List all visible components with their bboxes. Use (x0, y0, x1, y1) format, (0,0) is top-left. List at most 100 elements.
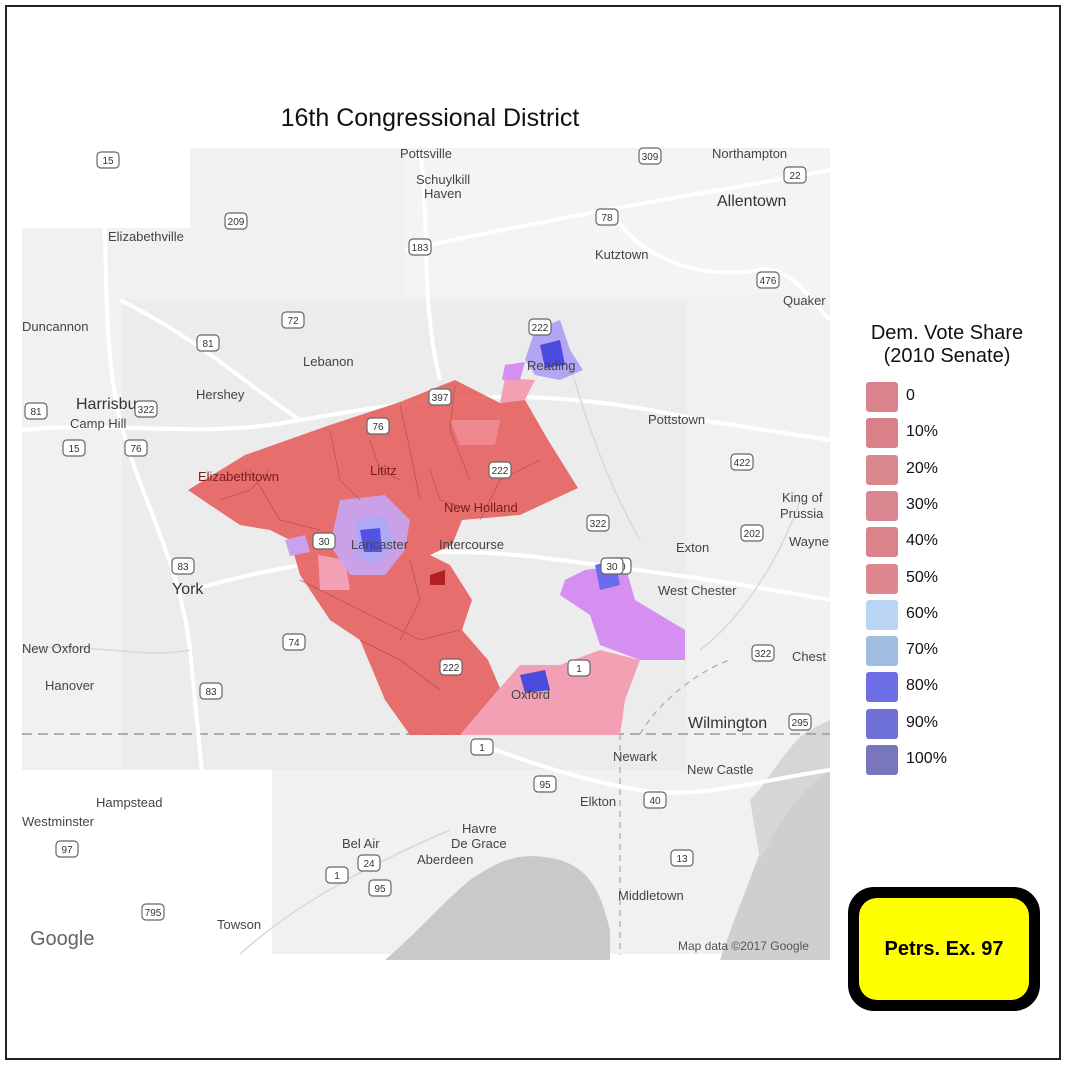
road-shield-label: 322 (138, 405, 155, 416)
road-shield: 322 (134, 400, 158, 418)
road-shield: 322 (586, 514, 610, 532)
place-intercourse: Intercourse (439, 537, 504, 552)
road-shield-label: 222 (443, 663, 460, 674)
road-shield: 13 (670, 849, 694, 867)
legend-label: 100% (906, 750, 947, 767)
legend-label: 40% (906, 532, 939, 550)
place-northampton: Northampton (712, 146, 787, 161)
place-degrace: De Grace (451, 836, 507, 851)
place-hershey: Hershey (196, 387, 245, 402)
place-kingofprussia2: Prussia (780, 506, 824, 521)
road-shield: 15 (96, 151, 120, 169)
road-shield-label: 13 (676, 854, 688, 865)
road-shield: 1 (567, 659, 591, 677)
road-shield: 95 (533, 775, 557, 793)
legend-swatch (866, 636, 898, 667)
place-wayne: Wayne (789, 534, 829, 549)
road-shield-label: 97 (61, 845, 73, 856)
road-shield: 209 (224, 212, 248, 230)
road-shield-label: 30 (318, 537, 330, 548)
legend-swatch (866, 708, 898, 739)
map-attribution: Map data ©2017 Google (678, 939, 809, 953)
legend-swatch (866, 418, 898, 449)
place-harrisburg: Harrisburg (76, 396, 151, 413)
place-havre: Havre (462, 821, 497, 836)
base-map (21, 148, 832, 960)
road-shield-label: 322 (755, 649, 772, 660)
road-shield-label: 795 (145, 908, 162, 919)
road-shield-label: 76 (372, 422, 384, 433)
legend-label: 30% (906, 495, 939, 513)
road-shield: 222 (528, 318, 552, 336)
road-shield-label: 78 (601, 213, 613, 224)
road-shield: 222 (439, 658, 463, 676)
place-kutztown: Kutztown (595, 247, 648, 262)
legend-swatch (866, 599, 898, 630)
road-shield-label: 83 (177, 562, 189, 573)
road-shield-label: 22 (789, 171, 801, 182)
legend-swatch (866, 745, 898, 775)
road-shield-label: 83 (205, 687, 217, 698)
place-newark: Newark (613, 749, 658, 764)
place-wilmington: Wilmington (688, 715, 767, 732)
road-shield: 76 (366, 417, 390, 435)
place-newholland: New Holland (444, 500, 518, 515)
place-schuylkill: Schuylkill (416, 172, 470, 187)
place-chester: Chest (792, 649, 826, 664)
road-shield-label: 30 (606, 562, 618, 573)
road-shield: 309 (638, 147, 662, 165)
road-shield: 81 (196, 334, 220, 352)
road-shield: 795 (141, 903, 165, 921)
legend-label: 90% (906, 713, 939, 731)
legend-label: 10% (906, 423, 939, 441)
place-hanover: Hanover (45, 678, 95, 693)
legend-swatch (866, 563, 898, 594)
road-shield-label: 24 (363, 859, 375, 870)
road-shield: 24 (357, 854, 381, 872)
legend-swatch (866, 454, 898, 485)
place-newoxford: New Oxford (22, 641, 91, 656)
exhibit-sticker: Petrs. Ex. 97 (848, 887, 1040, 1011)
road-shield-label: 322 (590, 519, 607, 530)
road-shield: 222 (488, 461, 512, 479)
road-shield: 81 (24, 402, 48, 420)
road-shield-label: 1 (479, 743, 485, 754)
legend-title-line1: Dem. Vote Share (870, 322, 1024, 344)
road-shield-label: 295 (792, 718, 809, 729)
road-shield-label: 222 (532, 323, 549, 334)
road-shield: 72 (281, 311, 305, 329)
place-kingofprussia1: King of (782, 490, 823, 505)
road-shield: 76 (124, 439, 148, 457)
place-camphill: Camp Hill (70, 416, 126, 431)
road-shield: 83 (199, 682, 223, 700)
exhibit-sticker-inner: Petrs. Ex. 97 (859, 898, 1029, 1000)
place-elizabethville: Elizabethville (108, 229, 184, 244)
place-aberdeen: Aberdeen (417, 852, 473, 867)
place-elkton: Elkton (580, 794, 616, 809)
road-shield-label: 209 (228, 217, 245, 228)
place-quakertown: Quaker (783, 293, 826, 308)
legend-title: Dem. Vote Share (2010 Senate) (852, 322, 1042, 368)
place-pottstown: Pottstown (648, 412, 705, 427)
road-shield-label: 222 (492, 466, 509, 477)
road-shield: 40 (643, 791, 667, 809)
place-haven: Haven (424, 186, 462, 201)
road-shield-label: 183 (412, 243, 429, 254)
road-shield-label: 81 (202, 339, 214, 350)
road-shield-label: 76 (130, 444, 142, 455)
road-shield-label: 15 (68, 444, 80, 455)
legend-label: 50% (906, 568, 939, 586)
road-shield-label: 95 (539, 780, 551, 791)
road-shield: 322 (751, 644, 775, 662)
road-shield-label: 72 (287, 316, 299, 327)
legend-label: 60% (906, 604, 939, 622)
place-lititz: Lititz (370, 463, 397, 478)
road-shield-label: 15 (102, 156, 114, 167)
road-shield: 476 (756, 271, 780, 289)
road-shield: 83 (171, 557, 195, 575)
google-logo: Google (30, 928, 95, 950)
road-shield: 78 (595, 208, 619, 226)
road-shield: 95 (368, 879, 392, 897)
district-shape[interactable] (188, 320, 685, 735)
